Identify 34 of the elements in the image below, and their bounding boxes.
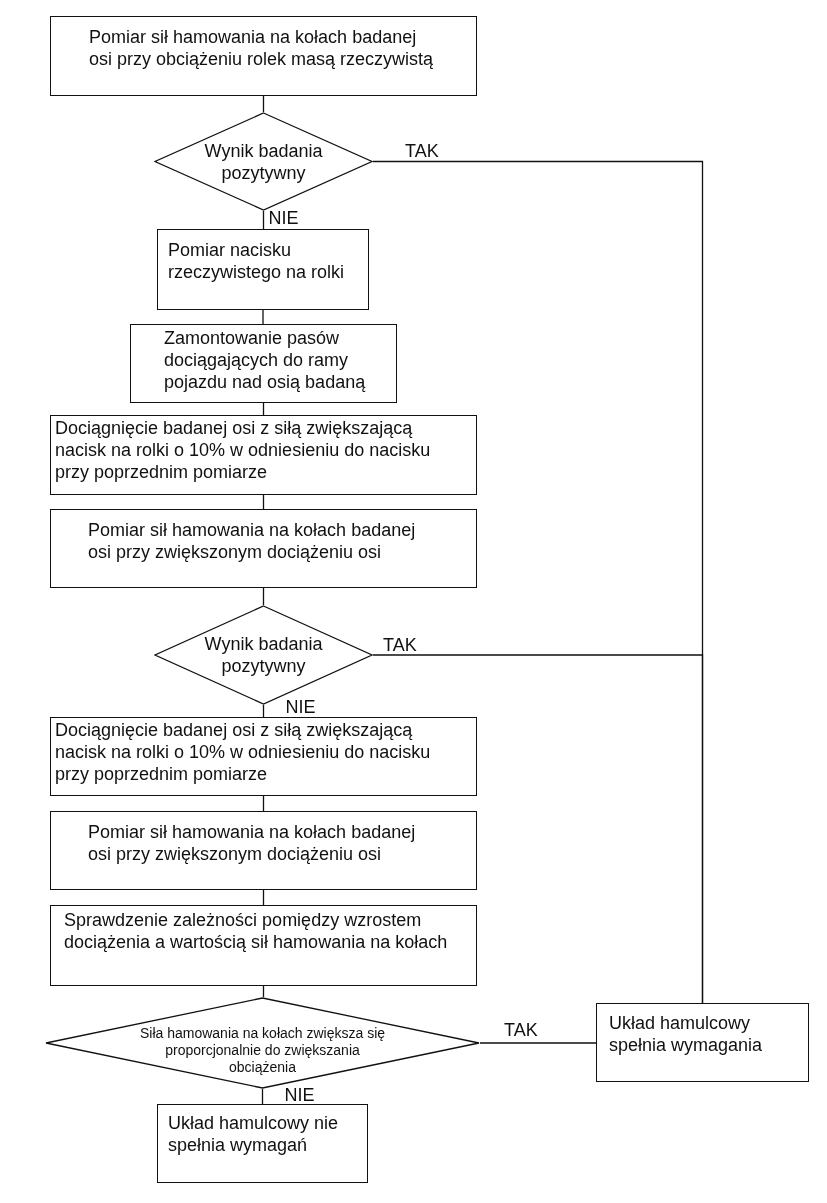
step-text: Sprawdzenie zależności pomiędzy wzrostem dociążenia a wartością sił hamowania na kołach: [64, 909, 449, 953]
decision-text: Siła hamowania na kołach zwiększa się proporcjonalnie do zwiększania obciążenia: [139, 1024, 386, 1076]
process-box: [157, 229, 369, 310]
edge-label: TAK: [504, 1021, 538, 1039]
decision-text: Wynik badania pozytywny: [204, 633, 323, 677]
process-box: [50, 905, 477, 986]
connector-line: [262, 309, 264, 325]
step-text: Układ hamulcowy nie spełnia wymagań: [168, 1112, 340, 1156]
process-box: [50, 415, 477, 495]
step-text: Pomiar sił hamowania na kołach badanej osi przy zwiększonym dociążeniu osi: [88, 519, 417, 563]
edge-label: TAK: [383, 636, 417, 654]
edge-label: NIE: [285, 698, 316, 716]
process-box: [50, 509, 477, 588]
step-text: Dociągnięcie badanej osi z siłą zwiększającą nacisk na rolki o 10% w odniesieniu do nacisku przy poprzednim pomiarze: [55, 417, 432, 483]
decision-text: Wynik badania pozytywny: [204, 139, 323, 184]
process-box: [596, 1003, 809, 1082]
process-box: [50, 16, 477, 96]
process-box: [50, 717, 477, 796]
step-text: Pomiar sił hamowania na kołach badanej osi przy obciążeniu rolek masą rzeczywistą: [89, 26, 435, 70]
edge-label: NIE: [284, 1086, 315, 1104]
process-box: [130, 324, 397, 403]
step-text: Dociągnięcie badanej osi z siłą zwiększającą nacisk na rolki o 10% w odniesieniu do nacisku przy poprzednim pomiarze: [55, 719, 432, 785]
step-text: Pomiar sił hamowania na kołach badanej osi przy zwiększonym dociążeniu osi: [88, 821, 417, 865]
step-text: Układ hamulcowy spełnia wymagania: [609, 1012, 764, 1056]
process-box: [157, 1104, 368, 1183]
decision-diamond: [45, 997, 480, 1089]
edge-label: NIE: [268, 209, 299, 227]
decision-diamond: [154, 112, 373, 211]
connector-line: [479, 1042, 597, 1044]
step-text: Pomiar nacisku rzeczywistego na rolki: [168, 239, 346, 283]
process-box: [50, 811, 477, 890]
connector-line: [372, 654, 704, 1004]
edge-label: TAK: [405, 141, 439, 160]
step-text: Zamontowanie pasów dociągających do ramy pojazdu nad osią badaną: [164, 327, 367, 393]
